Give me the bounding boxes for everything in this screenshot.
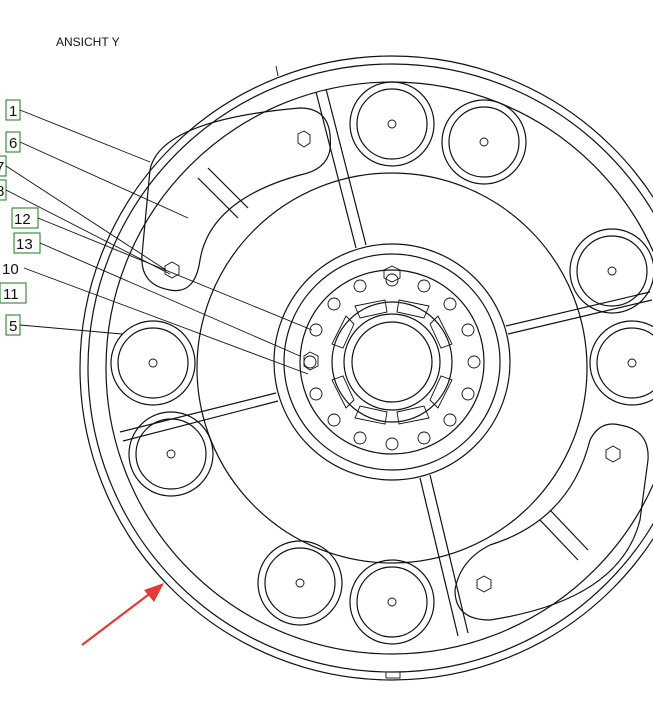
callout-13-label: 13 bbox=[16, 236, 33, 253]
callout-11: 11 bbox=[0, 282, 27, 304]
kidney-slot-lower-right bbox=[454, 423, 649, 621]
planet-bores bbox=[110, 81, 653, 645]
brace-lower-right bbox=[539, 519, 579, 561]
callout-6-label: 6 bbox=[9, 135, 17, 152]
segment-2 bbox=[396, 299, 430, 319]
callout-10-label: 10 bbox=[2, 261, 19, 278]
segment-8 bbox=[331, 315, 355, 349]
outer-ring bbox=[79, 55, 653, 681]
kidney-slots bbox=[141, 107, 649, 621]
inner-bore-ring bbox=[196, 172, 588, 564]
callout-7: 7 bbox=[0, 155, 167, 271]
hex-bolt-right bbox=[605, 445, 621, 463]
highlight-arrow bbox=[81, 583, 164, 646]
callouts: 1 6 7 8 12 13 10 bbox=[0, 99, 313, 375]
radial-slots bbox=[119, 88, 653, 637]
bore-5 bbox=[110, 320, 196, 406]
callout-13: 13 bbox=[13, 232, 301, 357]
callout-1: 1 bbox=[5, 99, 151, 163]
callout-8: 8 bbox=[0, 179, 171, 275]
brace-upper-left bbox=[207, 167, 249, 209]
segment-3 bbox=[429, 315, 453, 349]
bore-7 bbox=[257, 540, 343, 626]
view-title: ANSICHT Y bbox=[56, 35, 120, 49]
slot-left-edge bbox=[122, 400, 279, 442]
bottom-notch bbox=[385, 671, 401, 679]
hub-hex-top bbox=[383, 265, 401, 283]
outer-ring-inner-edge bbox=[87, 63, 653, 673]
bore-3 bbox=[569, 228, 653, 314]
hub-flange bbox=[283, 253, 501, 471]
callout-11-label: 11 bbox=[3, 286, 19, 303]
hex-bolt-left bbox=[164, 261, 180, 279]
hub-ring-outer bbox=[331, 301, 453, 423]
bore-4 bbox=[589, 320, 653, 406]
callout-10: 10 bbox=[0, 258, 309, 375]
shaft-bore bbox=[351, 321, 433, 403]
callout-6: 6 bbox=[5, 131, 189, 219]
bore-1 bbox=[349, 81, 435, 167]
hub-ring-inner bbox=[343, 313, 441, 411]
callout-12: 12 bbox=[11, 207, 313, 331]
top-notch bbox=[275, 65, 279, 77]
bore-6 bbox=[128, 411, 214, 497]
outer-rings bbox=[79, 55, 653, 681]
kidney-slot-upper-left bbox=[141, 107, 332, 292]
central-hub bbox=[273, 243, 511, 481]
hex-bolt-lower bbox=[476, 575, 492, 593]
slot-right bbox=[505, 291, 651, 327]
hub-outer bbox=[273, 243, 511, 481]
slot-top-left-edge bbox=[325, 88, 367, 246]
callout-8-label: 8 bbox=[0, 183, 4, 200]
slot-top-left bbox=[315, 91, 357, 249]
brace-lower-right-2 bbox=[549, 509, 589, 551]
callout-12-label: 12 bbox=[14, 211, 31, 228]
bore-8 bbox=[349, 559, 435, 645]
hub-hex-left bbox=[303, 351, 319, 371]
segment-4 bbox=[429, 375, 453, 409]
callout-5: 5 bbox=[5, 314, 123, 336]
brace-upper-left-2 bbox=[197, 177, 239, 219]
bore-2 bbox=[441, 99, 527, 185]
callout-5-label: 5 bbox=[9, 318, 17, 335]
slot-left bbox=[119, 392, 277, 433]
segment-5 bbox=[396, 405, 430, 425]
callout-7-label: 7 bbox=[0, 159, 4, 176]
hub-bolt-circle-edge bbox=[299, 269, 485, 455]
segment-7 bbox=[331, 375, 355, 409]
slot-bottom bbox=[419, 477, 459, 637]
slot-bottom-edge bbox=[429, 474, 469, 634]
hex-bolt-upper bbox=[297, 130, 311, 148]
segment-6 bbox=[354, 405, 388, 425]
callout-1-label: 1 bbox=[9, 103, 17, 120]
segment-1 bbox=[354, 299, 388, 319]
slot-right-edge bbox=[507, 299, 653, 335]
